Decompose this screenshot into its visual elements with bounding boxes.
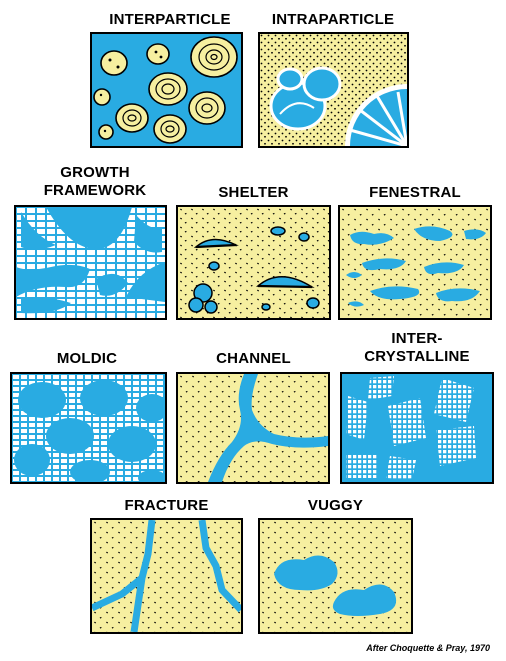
shelter-illustration xyxy=(178,207,329,318)
label-intercrystalline: INTER- CRYSTALLINE xyxy=(340,330,494,366)
label-channel: CHANNEL xyxy=(216,350,291,367)
panel-interparticle xyxy=(90,32,243,148)
interparticle-illustration xyxy=(92,34,241,146)
label-moldic: MOLDIC xyxy=(56,350,118,367)
panel-vuggy xyxy=(258,518,413,634)
fenestral-illustration xyxy=(340,207,490,318)
panel-shelter xyxy=(176,205,331,320)
panel-intraparticle xyxy=(258,32,409,148)
label-interparticle: INTERPARTICLE xyxy=(109,11,231,28)
panel-fracture xyxy=(90,518,243,634)
label-growth-framework-line2: FRAMEWORK xyxy=(43,182,147,199)
label-fenestral: FENESTRAL xyxy=(369,184,461,201)
moldic-illustration xyxy=(12,374,165,482)
source-credit: After Choquette & Pray, 1970 xyxy=(366,643,490,653)
panel-moldic xyxy=(10,372,167,484)
label-intraparticle: INTRAPARTICLE xyxy=(271,11,395,28)
label-growth-framework-line1: GROWTH xyxy=(60,164,130,181)
label-growth-framework: GROWTH FRAMEWORK xyxy=(20,164,170,200)
label-vuggy: VUGGY xyxy=(307,497,364,514)
growth-framework-illustration xyxy=(16,207,165,318)
panel-fenestral xyxy=(338,205,492,320)
panel-growth-framework xyxy=(14,205,167,320)
fracture-illustration xyxy=(92,520,241,632)
channel-illustration xyxy=(178,374,328,482)
label-intercrystalline-line1: INTER- xyxy=(391,330,443,347)
vuggy-illustration xyxy=(260,520,411,632)
intercrystalline-illustration xyxy=(342,374,492,482)
panel-intercrystalline xyxy=(340,372,494,484)
panel-channel xyxy=(176,372,330,484)
label-fracture: FRACTURE xyxy=(124,497,209,514)
intraparticle-illustration xyxy=(260,34,407,146)
label-intercrystalline-line2: CRYSTALLINE xyxy=(364,348,470,365)
label-shelter: SHELTER xyxy=(218,184,289,201)
